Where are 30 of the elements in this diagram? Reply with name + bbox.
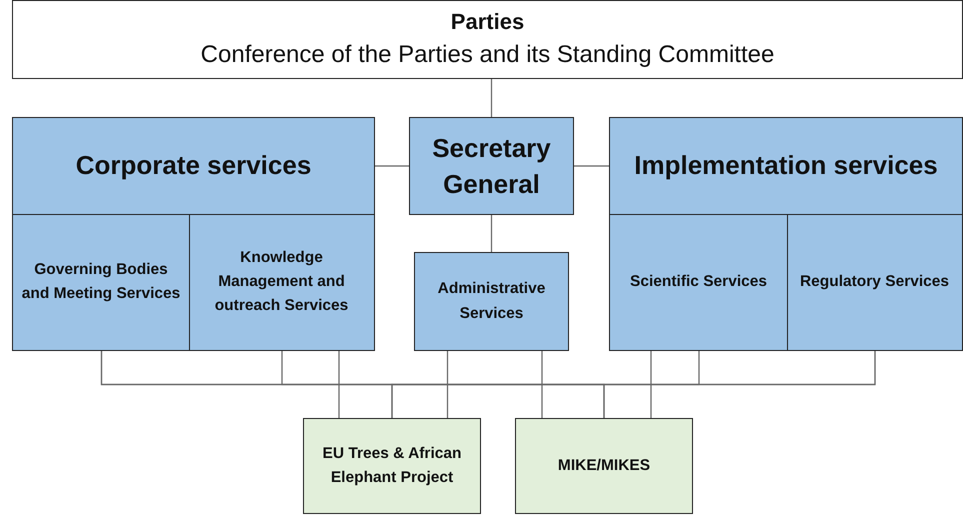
connector-line xyxy=(338,351,340,418)
org-box xyxy=(414,252,569,351)
connector-line xyxy=(490,79,492,117)
org-box xyxy=(12,0,963,79)
unit-label: Administrative Services xyxy=(436,279,546,324)
unit-label: Knowledge Management and outreach Services xyxy=(214,248,350,316)
connector-line xyxy=(541,351,543,418)
unit-label: Secretary General xyxy=(431,132,552,201)
org-box xyxy=(515,418,693,514)
connector-line xyxy=(574,165,609,167)
connector-line xyxy=(650,351,652,418)
unit-label: Governing Bodies and Meeting Services xyxy=(20,260,182,304)
unit-label: Regulatory Services xyxy=(798,272,950,292)
org-box xyxy=(188,214,374,350)
unit-label: MIKE/MIKES xyxy=(556,456,652,476)
subheading: Conference of the Parties and its Standing Committee xyxy=(200,40,776,70)
unit-label: Corporate services xyxy=(74,149,312,182)
connector-line xyxy=(446,351,448,418)
heading: Parties xyxy=(450,8,526,36)
unit-label: EU Trees & African Elephant Project xyxy=(322,444,462,488)
connector-line xyxy=(603,351,876,418)
unit-label: Implementation services xyxy=(633,149,939,182)
org-box xyxy=(303,418,481,514)
org-box xyxy=(409,117,574,215)
connector-line xyxy=(490,215,492,252)
connector-line xyxy=(375,165,409,167)
group-box xyxy=(609,117,963,351)
org-box xyxy=(786,214,962,350)
unit-label: Scientific Services xyxy=(629,272,768,292)
group-box xyxy=(12,117,375,351)
